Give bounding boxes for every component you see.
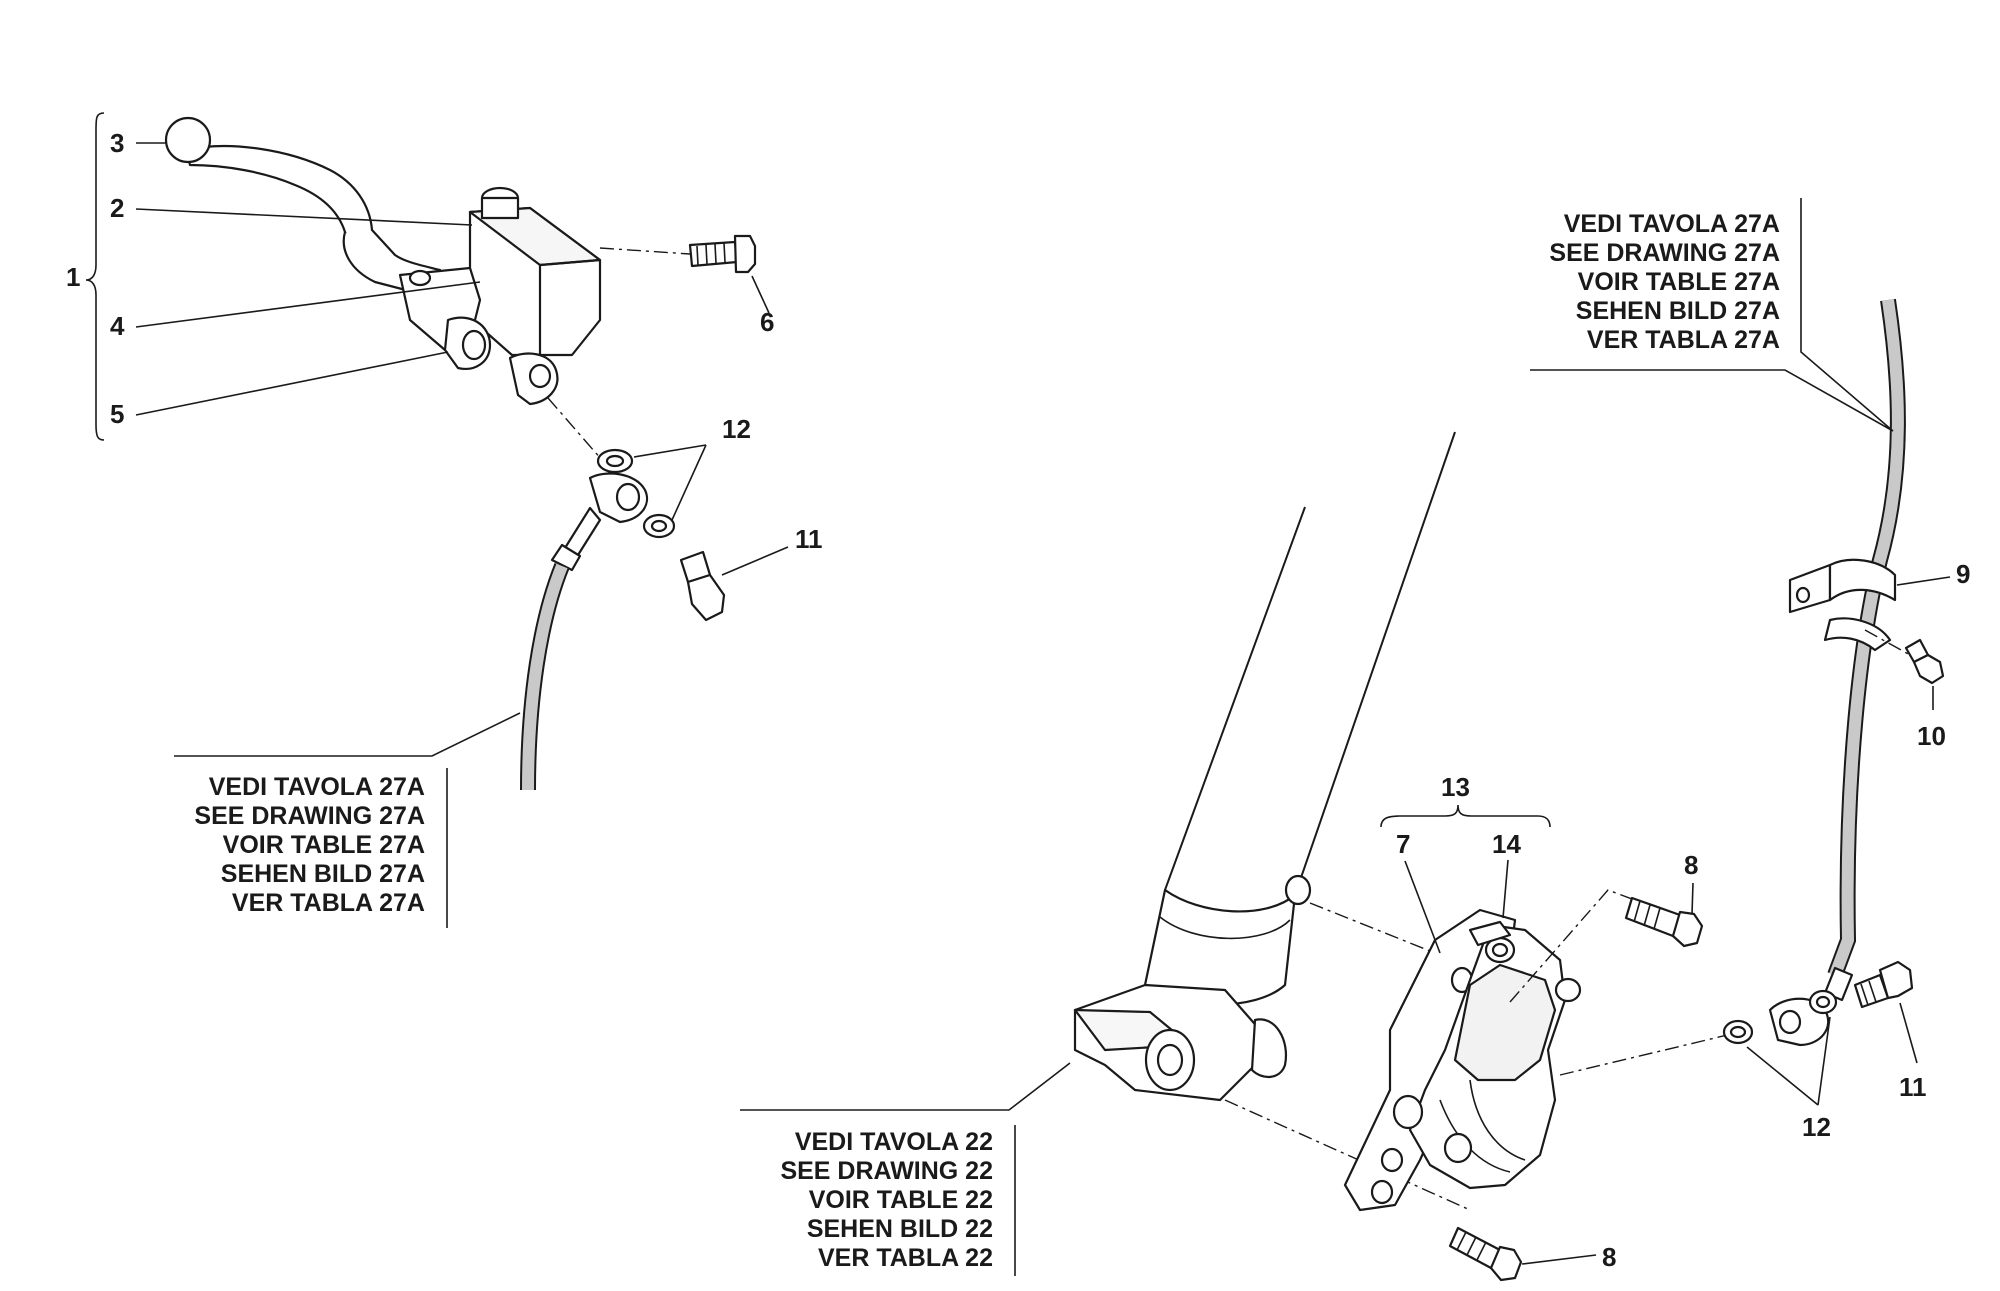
- reference-note-bottom: VEDI TAVOLA 22 SEE DRAWING 22 VOIR TABLE…: [780, 1128, 993, 1272]
- reference-line: VEDI TAVOLA 22: [795, 1128, 993, 1156]
- bolt-10: [1904, 638, 1945, 685]
- leader-11-top: [721, 546, 789, 576]
- leader-4: [135, 281, 481, 328]
- axis-line-caliper-outlet: [1559, 1031, 1741, 1076]
- callout-8-bottom: 8: [1602, 1242, 1616, 1272]
- brake-caliper: [1343, 908, 1582, 1212]
- hose-clamp-9: [1788, 558, 1897, 652]
- washers-banjo-top: [550, 448, 676, 572]
- bolt-8-top: [1624, 896, 1704, 948]
- callout-11-bottom: 11: [1899, 1072, 1927, 1102]
- leader-7: [1404, 860, 1441, 954]
- brake-lever-assembly: [164, 116, 602, 406]
- washers-banjo-bottom: [1722, 966, 1854, 1047]
- reference-line: SEHEN BILD 22: [807, 1215, 993, 1243]
- callout-7: 7: [1396, 829, 1410, 859]
- callout-2: 2: [110, 193, 124, 223]
- reference-note-top-right: VEDI TAVOLA 27A SEE DRAWING 27A VOIR TAB…: [1549, 210, 1780, 354]
- callout-12-bottom: 12: [1802, 1112, 1831, 1142]
- reference-line: SEHEN BILD 27A: [221, 860, 425, 888]
- reference-line: VER TABLA 27A: [1587, 326, 1780, 354]
- callout-14: 14: [1492, 829, 1521, 859]
- reference-line: VER TABLA 27A: [232, 889, 425, 917]
- leader-8-top: [1691, 882, 1694, 915]
- reference-line: SEE DRAWING 27A: [1549, 239, 1780, 267]
- leader-8-bottom: [1521, 1254, 1597, 1265]
- leader-12-top: [633, 444, 707, 521]
- reference-line: VER TABLA 22: [818, 1244, 993, 1272]
- callout-10: 10: [1917, 721, 1946, 751]
- callout-4: 4: [110, 311, 125, 341]
- leader-14: [1502, 859, 1509, 919]
- leader-12-bottom: [1746, 1016, 1831, 1106]
- leader-6: [751, 275, 770, 314]
- reference-line: VOIR TABLE 27A: [1578, 268, 1780, 296]
- callout-11-top: 11: [795, 524, 823, 554]
- leader-2: [135, 208, 473, 226]
- group-1-brace: [85, 112, 105, 441]
- brace-13: [1380, 804, 1551, 828]
- axis-line-bolt-10: [1864, 629, 1911, 656]
- reference-line: VOIR TABLE 27A: [223, 831, 425, 859]
- callout-13: 13: [1441, 772, 1470, 802]
- bolt-11-bottom: [1853, 960, 1914, 1009]
- leader-5: [135, 351, 449, 416]
- leader-11-bottom: [1899, 1002, 1918, 1064]
- callout-1: 1: [66, 262, 80, 292]
- callout-6: 6: [760, 307, 774, 337]
- leader-ref-bottom: [740, 1062, 1071, 1111]
- reference-line: SEE DRAWING 27A: [194, 802, 425, 830]
- reference-line: VEDI TAVOLA 27A: [1564, 210, 1780, 238]
- bolt-6: [688, 234, 757, 274]
- leader-ref-top-right: [1530, 198, 1894, 432]
- callout-3: 3: [110, 128, 124, 158]
- leader-9: [1896, 576, 1951, 586]
- reference-line: VOIR TABLE 22: [809, 1186, 993, 1214]
- callout-8-top: 8: [1684, 850, 1698, 880]
- callout-5: 5: [110, 399, 124, 429]
- bolt-11-top: [679, 550, 726, 622]
- callout-9: 9: [1956, 559, 1970, 589]
- axis-line-fork-lower: [1224, 1099, 1471, 1211]
- axis-line-fork-upper: [1309, 902, 1436, 954]
- reference-line: SEHEN BILD 27A: [1576, 297, 1780, 325]
- bolt-8-bottom: [1448, 1226, 1523, 1282]
- reference-note-left: VEDI TAVOLA 27A SEE DRAWING 27A VOIR TAB…: [194, 773, 425, 917]
- reference-line: VEDI TAVOLA 27A: [209, 773, 425, 801]
- callout-12-top: 12: [722, 414, 751, 444]
- reference-line: SEE DRAWING 22: [780, 1157, 993, 1185]
- axis-line-bolt-6: [599, 247, 691, 255]
- fork-leg: [1073, 431, 1456, 1102]
- leader-ref-left: [174, 712, 521, 757]
- axis-line-bolt-8-top: [1509, 889, 1641, 1003]
